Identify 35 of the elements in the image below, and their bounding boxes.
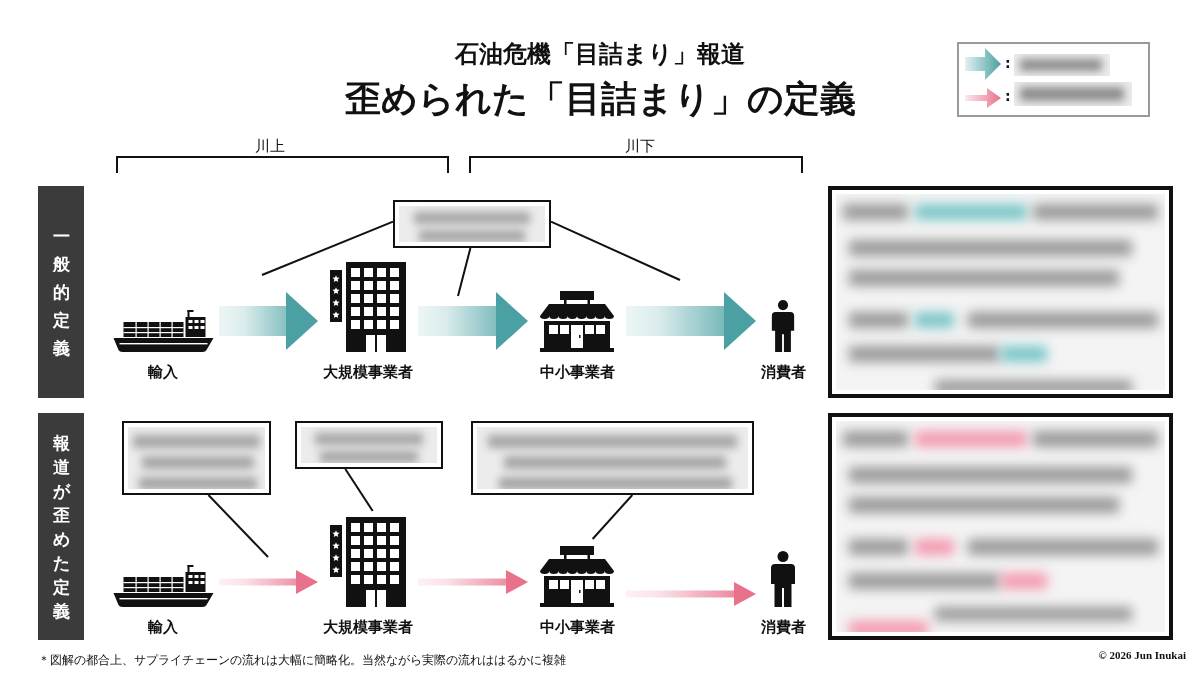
- icon-label: 輸入: [148, 363, 178, 381]
- subtitle: 石油危機「目詰まり」報道: [455, 40, 745, 68]
- leader-line: [550, 220, 681, 281]
- vertical-label: 一般的定義: [38, 186, 84, 398]
- arrow: [626, 582, 756, 606]
- footnote: ＊図解の都合上、サプライチェーンの流れは大幅に簡略化。当然ながら実際の流れははるかに複雑: [38, 653, 566, 668]
- bracket-label: 川下: [625, 137, 655, 155]
- arrow: [219, 570, 318, 594]
- block-arrow: [626, 292, 756, 350]
- icon-label: 大規模事業者: [323, 363, 413, 381]
- callout-box: [393, 200, 551, 248]
- icon-label: 中小事業者: [539, 363, 615, 381]
- icon-label: 大規模事業者: [323, 618, 413, 636]
- leader-line: [457, 247, 472, 297]
- arrow: [418, 570, 528, 594]
- icon-label: 輸入: [148, 618, 178, 636]
- callout-box: [295, 421, 443, 469]
- block-arrow: [418, 292, 528, 350]
- icon-label: 消費者: [760, 618, 806, 636]
- title: 歪められた「目詰まり」の定義: [344, 77, 856, 121]
- leader-line: [591, 494, 634, 540]
- leader-line: [261, 220, 394, 276]
- legend-separator: :: [1005, 55, 1011, 71]
- vertical-label: 報道が歪めた定義: [38, 413, 84, 640]
- bracket-label: 川上: [255, 137, 285, 155]
- icon-label: 中小事業者: [539, 618, 615, 636]
- block-arrow: [219, 292, 318, 350]
- legend-separator: :: [1005, 88, 1011, 104]
- leader-line: [344, 468, 374, 512]
- callout-box: [122, 421, 271, 495]
- note-panel: [828, 413, 1173, 640]
- copyright: © 2026 Jun Inukai: [1098, 648, 1186, 662]
- callout-box: [471, 421, 754, 495]
- leader-line: [207, 494, 269, 558]
- icon-label: 消費者: [760, 363, 806, 381]
